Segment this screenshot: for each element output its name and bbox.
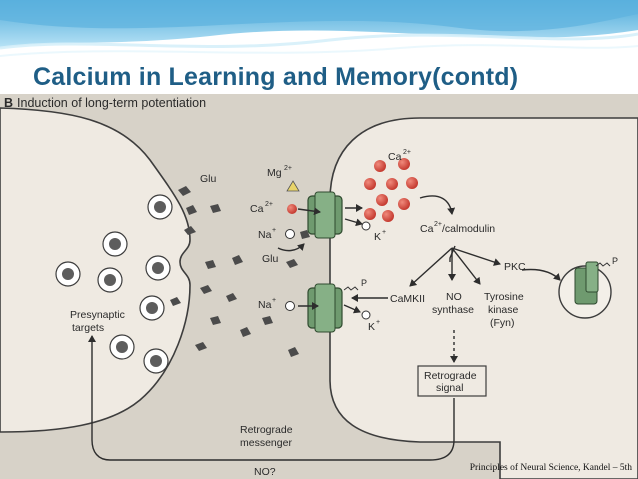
label-p-right: P (612, 256, 618, 266)
label-camkii: CaMKII (390, 293, 425, 305)
figure-heading-text: Induction of long-term potentiation (17, 96, 207, 110)
label-presynaptic-line1: Presynaptic (70, 309, 125, 321)
retrograde-signal-box (417, 365, 487, 397)
glutamate-molecules (170, 186, 310, 357)
label-no-line2: synthase (432, 304, 474, 316)
label-no-question: NO? (254, 466, 276, 478)
label-ca-left-sup: 2+ (265, 201, 273, 208)
label-na-bottom-sup: + (272, 297, 276, 304)
label-glu-top: Glu (200, 173, 217, 185)
label-tyrosine-line1: Tyrosine (484, 291, 524, 303)
label-presynaptic-line2: targets (72, 322, 104, 334)
label-no-line1: NO (446, 291, 462, 303)
label-na-top-sup: + (272, 227, 276, 234)
label-na-bottom: Na (258, 299, 272, 311)
label-p-top: P (361, 278, 367, 288)
label-na-top: Na (258, 229, 272, 241)
title-banner (0, 0, 638, 62)
label-k-top: K (374, 231, 381, 243)
calcium-cloud (364, 158, 418, 222)
label-pkc: PKC (504, 261, 526, 273)
label-calmodulin-post: /calmodulin (442, 223, 495, 235)
label-retrograde-signal-line1: Retrograde (424, 370, 477, 382)
ltp-diagram: Glu Mg 2+ Ca 2+ Na + Glu Na + K + K + Ca… (0, 94, 638, 479)
label-k-bottom-sup: + (376, 319, 380, 326)
label-tyrosine-line3: (Fyn) (490, 317, 515, 329)
mg-ion (286, 180, 300, 192)
presynaptic-terminal (0, 107, 191, 433)
inserted-ampa-receptor (574, 261, 599, 305)
label-mg: Mg (267, 167, 282, 179)
citation: Principles of Neural Science, Kandel – 5… (469, 463, 632, 473)
label-tyrosine-line2: kinase (488, 304, 519, 316)
k-ion-top (361, 221, 371, 231)
vesicle-contents (62, 201, 166, 367)
label-ca-left: Ca (250, 203, 264, 215)
ca-ion-left (287, 204, 297, 214)
panel-letter: B (4, 96, 14, 110)
label-retrograde-messenger-line2: messenger (240, 437, 292, 449)
label-mg-sup: 2+ (284, 165, 292, 172)
slide-title: Calcium in Learning and Memory(contd) (33, 63, 519, 91)
label-retrograde-signal-line2: signal (436, 382, 463, 394)
na-ion-bottom (285, 301, 295, 311)
label-glu-mid: Glu (262, 253, 279, 265)
label-k-top-sup: + (382, 229, 386, 236)
nmda-receptor (307, 191, 343, 239)
label-k-bottom: K (368, 321, 375, 333)
pathway-arrows (88, 195, 561, 461)
label-calmodulin-sup: 2+ (434, 221, 442, 228)
label-ca-right-sup: 2+ (403, 149, 411, 156)
ampa-receptor (307, 283, 343, 333)
label-retrograde-messenger-line1: Retrograde (240, 424, 293, 436)
label-ca-right: Ca (388, 151, 402, 163)
label-calmodulin-pre: Ca (420, 223, 434, 235)
na-ion-top (285, 229, 295, 239)
k-ion-bottom (361, 310, 371, 320)
